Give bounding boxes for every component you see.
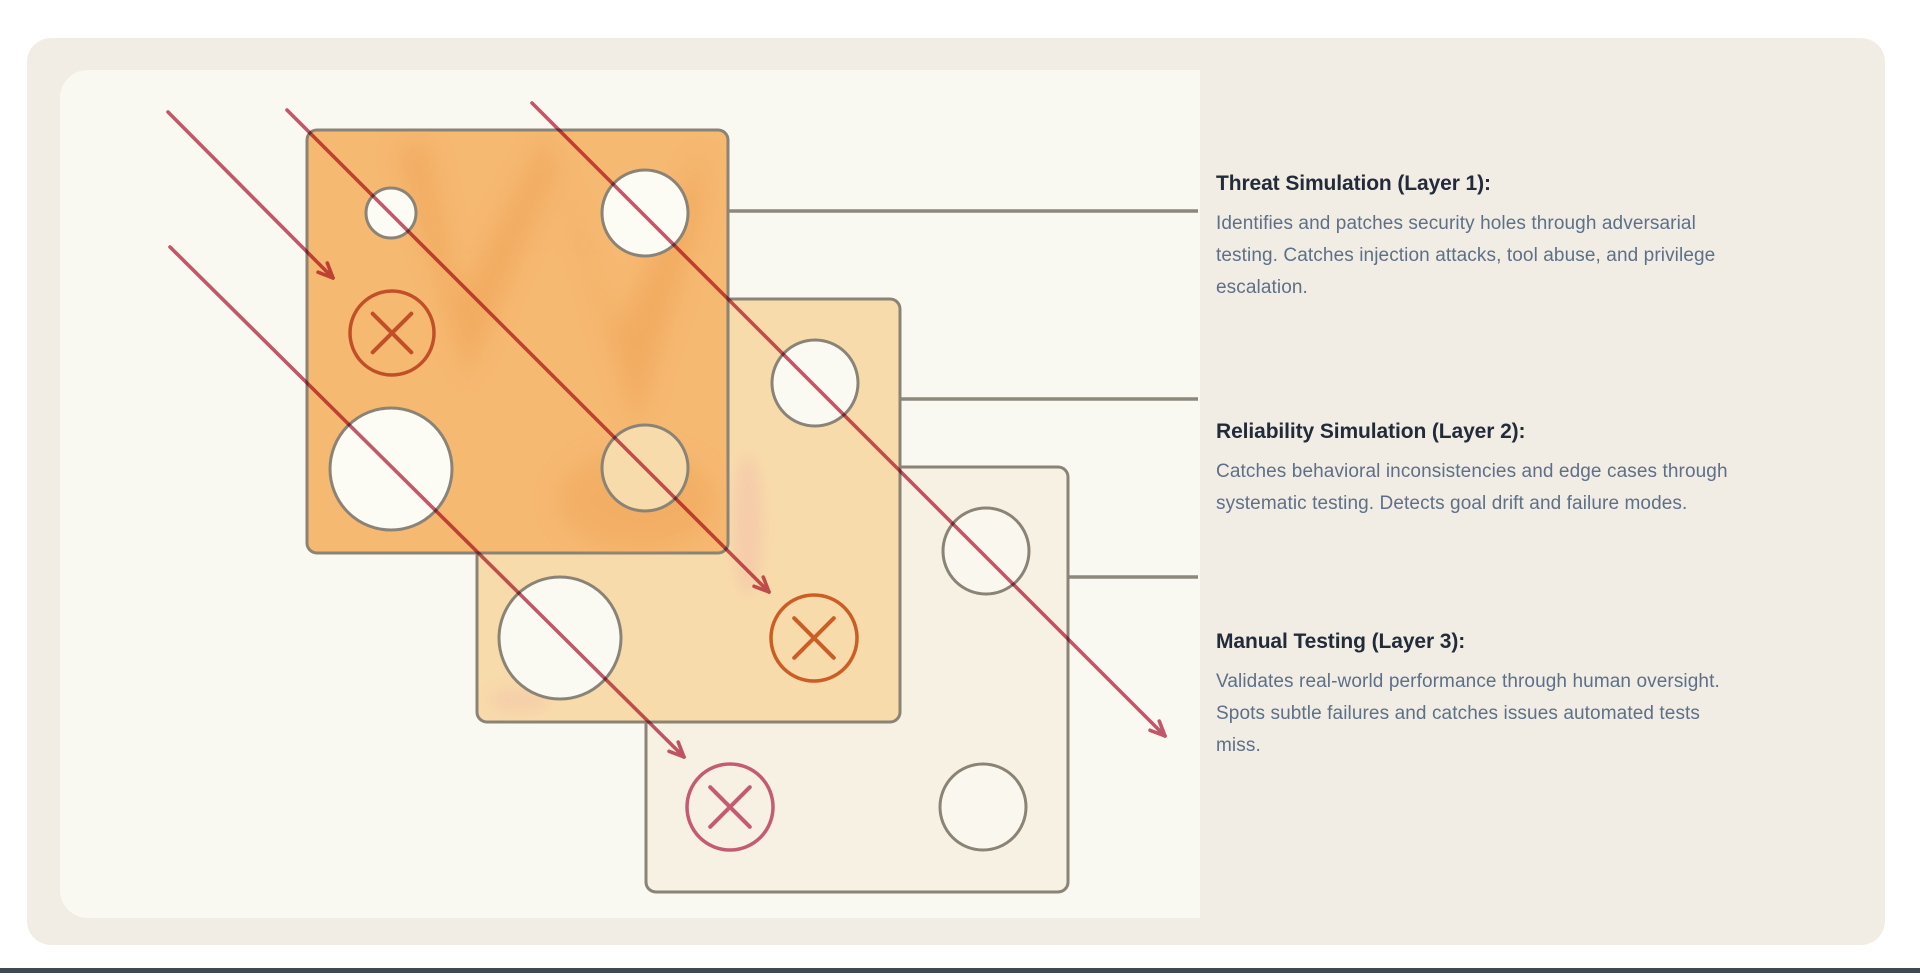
threat-arrows bbox=[166, 101, 1167, 759]
threat-arrow-4 bbox=[168, 245, 686, 759]
bottom-section-divider bbox=[0, 968, 1920, 973]
threat-arrow-3 bbox=[530, 101, 1167, 738]
x-stroke bbox=[792, 616, 836, 660]
threat-arrowhead bbox=[761, 575, 771, 594]
threat-arrowhead bbox=[325, 261, 335, 280]
layer-3-manual-testing-catch-marker bbox=[685, 762, 775, 852]
threat-arrow-shaft bbox=[530, 101, 1167, 738]
threat-arrow-2 bbox=[285, 108, 771, 594]
threat-arrowhead bbox=[1148, 728, 1167, 738]
x-stroke bbox=[708, 785, 752, 829]
layer-3-manual-testing-hole bbox=[941, 506, 1031, 596]
layer-3-manual-testing-hole bbox=[938, 762, 1028, 852]
threat-arrow-shaft bbox=[166, 110, 335, 280]
layer-2-reliability-simulation-hole bbox=[497, 575, 623, 701]
threat-arrowhead bbox=[1157, 719, 1167, 738]
threat-arrowhead bbox=[752, 584, 771, 594]
threat-arrow-shaft bbox=[285, 108, 771, 594]
threat-arrowhead bbox=[316, 270, 335, 280]
x-circle-icon bbox=[348, 289, 436, 377]
layer-1-threat-simulation-hole bbox=[600, 168, 690, 258]
threat-arrowhead bbox=[676, 740, 686, 759]
threat-arrow-1 bbox=[166, 110, 335, 280]
threat-arrowhead bbox=[667, 749, 686, 759]
x-circle-icon bbox=[769, 593, 859, 683]
threat-arrow-shaft bbox=[168, 245, 686, 759]
x-circle-icon bbox=[685, 762, 775, 852]
layer-2-reliability-simulation-hole bbox=[770, 338, 860, 428]
layer-2-reliability-simulation-catch-marker bbox=[769, 593, 859, 683]
layer-1-threat-simulation-catch-marker bbox=[348, 289, 436, 377]
x-stroke bbox=[370, 311, 414, 355]
